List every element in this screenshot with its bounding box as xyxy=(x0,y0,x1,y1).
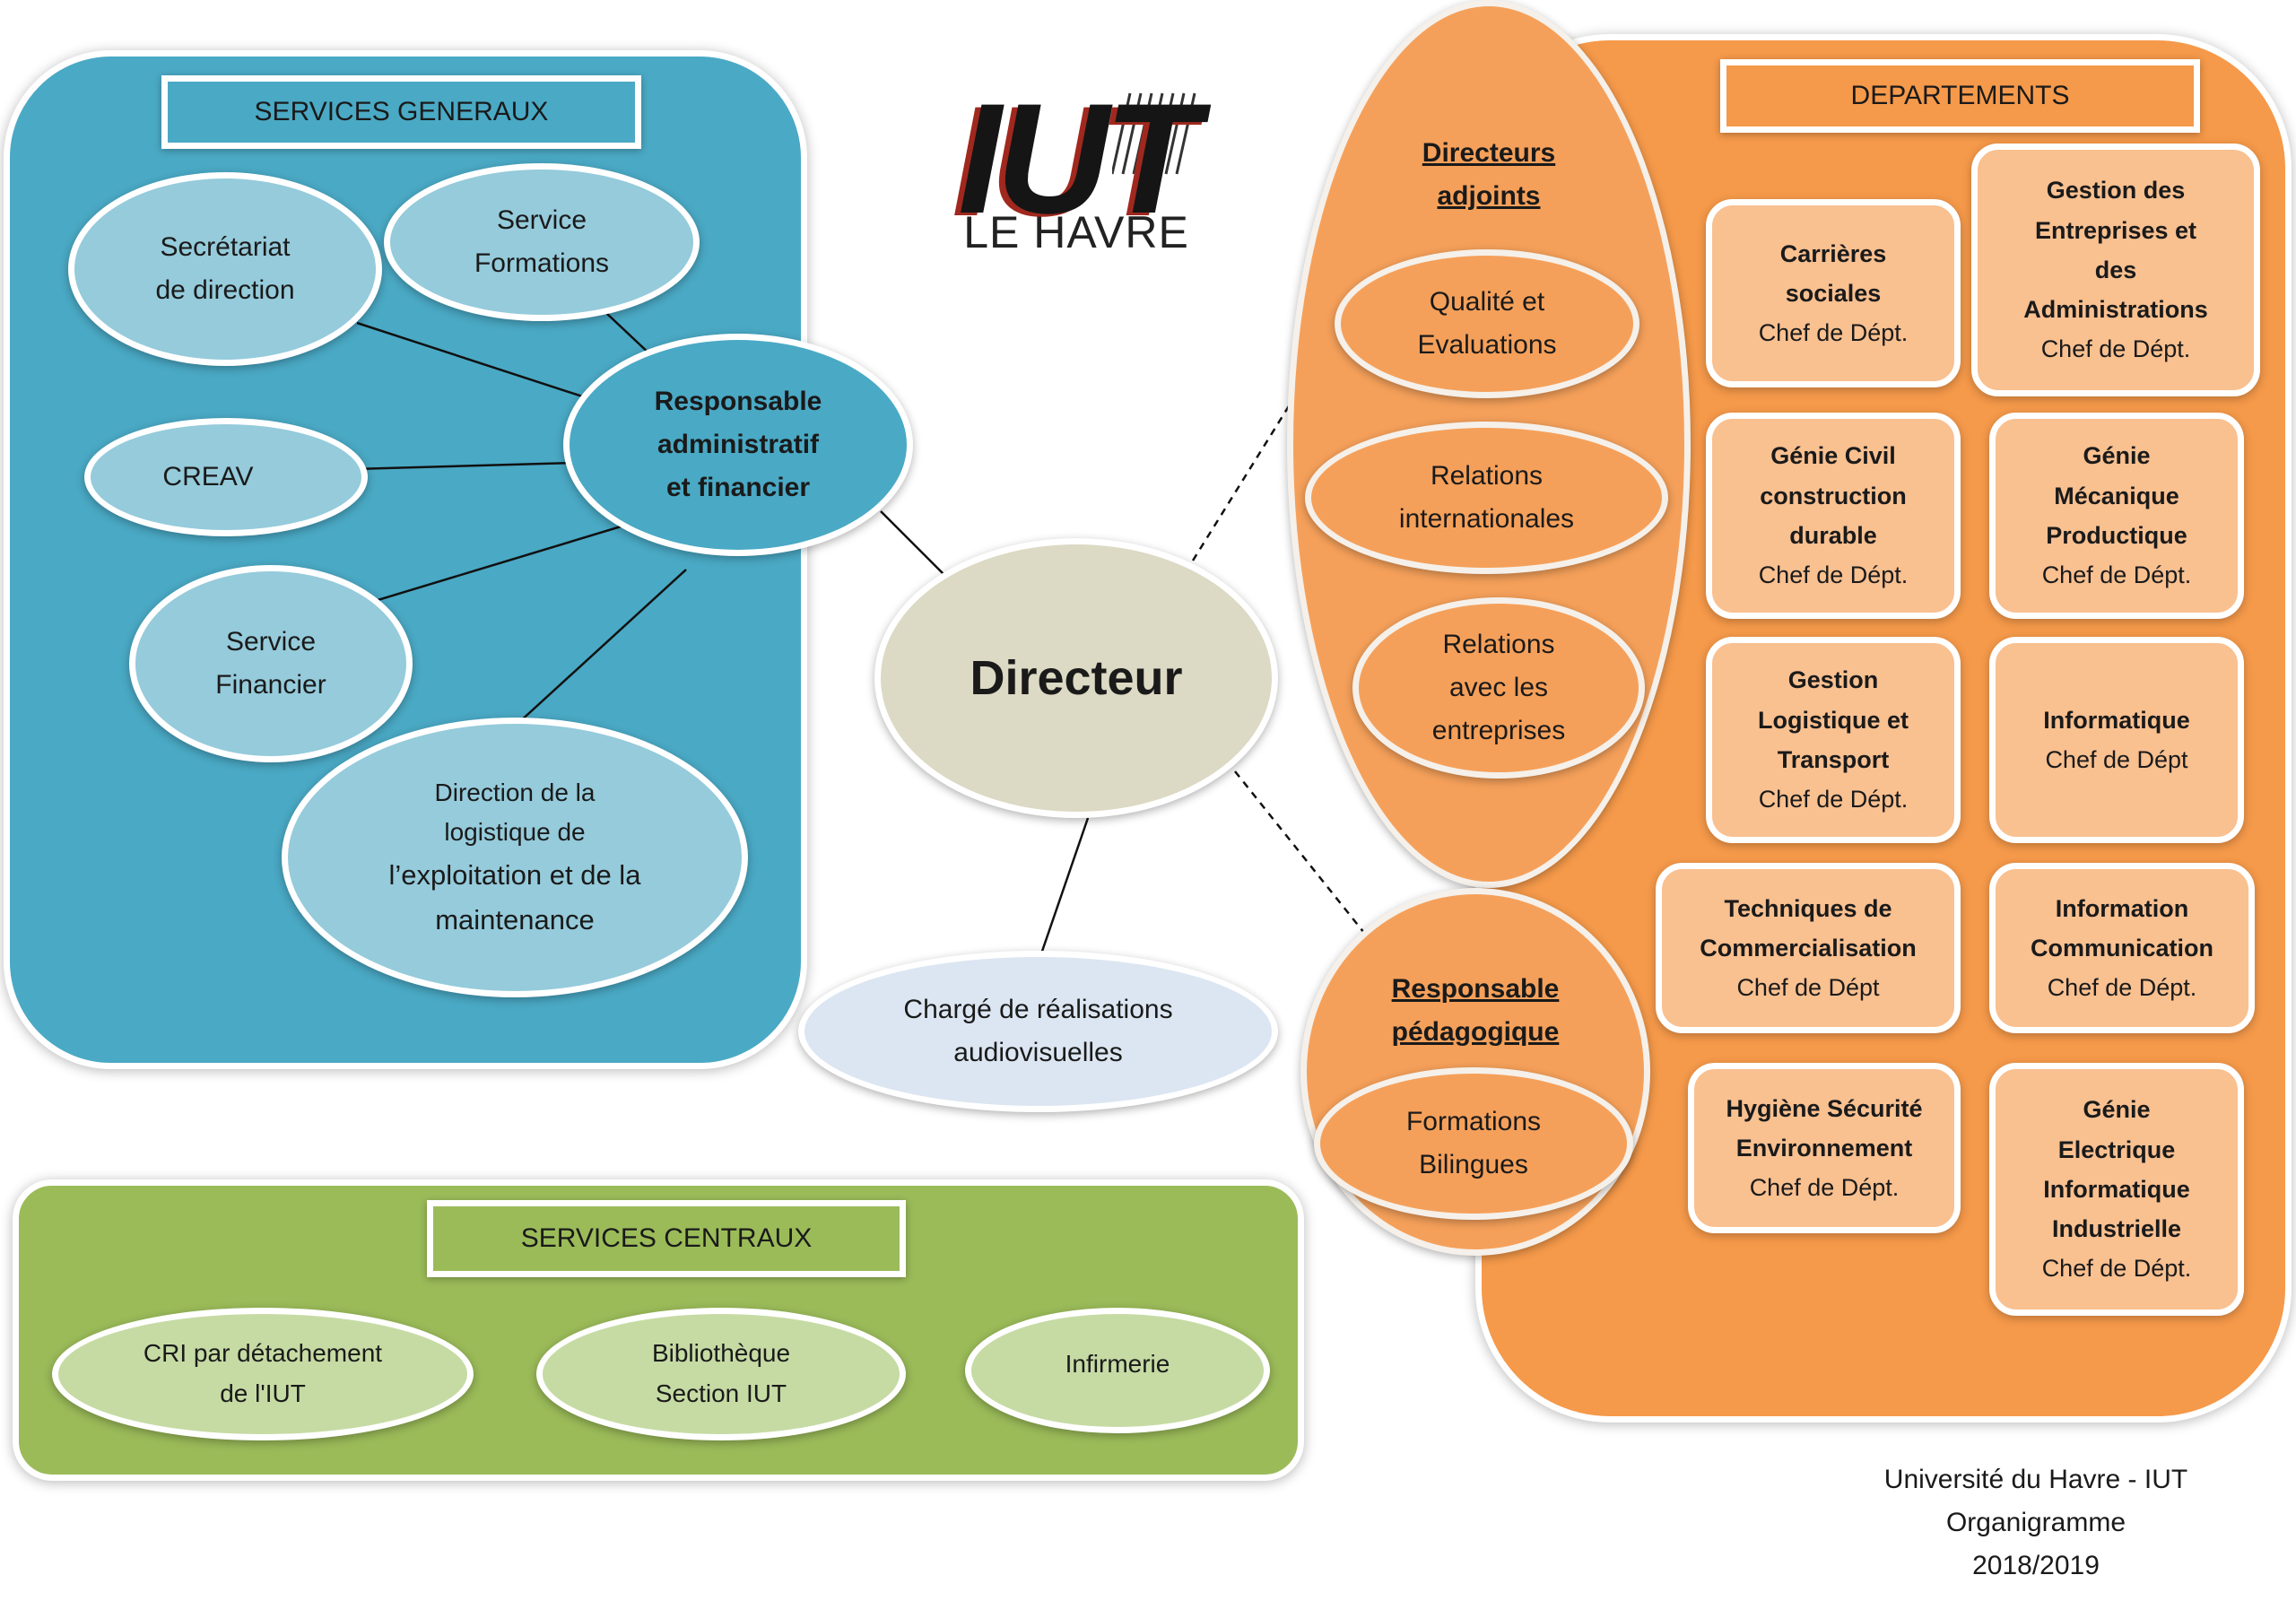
logo-stripes-icon xyxy=(1112,92,1196,175)
dept-informatique: Informatique Chef de Dépt xyxy=(1989,637,2244,843)
iut-logo: IUT LE HAVRE xyxy=(942,72,1229,260)
departements-title: DEPARTEMENTS xyxy=(1850,81,2070,110)
dept-gestion-logistique: Gestion Logistique et Transport Chef de … xyxy=(1706,637,1961,843)
services-generaux-title: SERVICES GENERAUX xyxy=(254,97,549,126)
logo-mark: IUT xyxy=(958,72,1200,247)
dept-genie-civil: Génie Civil construction durable Chef de… xyxy=(1706,413,1961,619)
service-formations-node: Service Formations xyxy=(384,163,700,321)
cri-node: CRI par détachement de l'IUT xyxy=(52,1308,474,1440)
service-financier-node: Service Financier xyxy=(129,565,413,762)
dept-genie-mecanique: Génie Mécanique Productique Chef de Dépt… xyxy=(1989,413,2244,619)
line-directeurs-adjoints xyxy=(1191,401,1293,561)
dept-genie-electrique: Génie Electrique Informatique Industriel… xyxy=(1989,1063,2244,1316)
footer-line-2: Organigramme xyxy=(1945,1508,2126,1537)
line-raf-directeur xyxy=(880,510,952,582)
formations-bilingues-node: Formations Bilingues xyxy=(1314,1067,1633,1220)
dept-carrieres-sociales: Carrières sociales Chef de Dépt. xyxy=(1706,199,1961,387)
dept-gestion-entreprises: Gestion des Entreprises et des Administr… xyxy=(1971,144,2260,396)
footer-line-1: Université du Havre - IUT xyxy=(1883,1465,2188,1494)
charge-realisations-node: Chargé de réalisations audiovisuelles xyxy=(798,951,1278,1112)
infirmerie-node: Infirmerie xyxy=(965,1308,1270,1433)
line-responsable-pedagogique xyxy=(1234,770,1369,938)
footer-line-3: 2018/2019 xyxy=(1972,1551,2100,1580)
footer-caption: Université du Havre - IUT Organigramme 2… xyxy=(1821,1458,2251,1588)
dept-techniques-commercialisation: Techniques de Commercialisation Chef de … xyxy=(1656,863,1961,1033)
line-audiovisuel xyxy=(1036,817,1090,965)
dept-hygiene-securite: Hygiène Sécurité Environnement Chef de D… xyxy=(1688,1063,1961,1233)
responsable-administratif-node: Responsable administratif et financier xyxy=(563,334,913,556)
direction-logistique-node: Direction de la logistique de l’exploita… xyxy=(282,718,748,997)
services-generaux-header: SERVICES GENERAUX xyxy=(161,75,641,149)
secretariat-direction-node: Secrétariat de direction xyxy=(68,172,382,366)
directeur-node: Directeur xyxy=(874,538,1278,818)
services-centraux-header: SERVICES CENTRAUX xyxy=(427,1200,906,1277)
departements-header: DEPARTEMENTS xyxy=(1720,59,2200,133)
relations-entreprises-node: Relations avec les entreprises xyxy=(1352,597,1645,779)
qualite-evaluations-node: Qualité et Evaluations xyxy=(1335,249,1639,398)
dept-information-communication: Information Communication Chef de Dépt. xyxy=(1989,863,2255,1033)
services-centraux-title: SERVICES CENTRAUX xyxy=(520,1223,813,1253)
relations-internationales-node: Relations internationales xyxy=(1305,422,1668,574)
bibliotheque-node: Bibliothèque Section IUT xyxy=(536,1308,906,1440)
logo-subtitle: LE HAVRE xyxy=(963,207,1189,257)
creav-node: CREAV xyxy=(84,418,368,536)
